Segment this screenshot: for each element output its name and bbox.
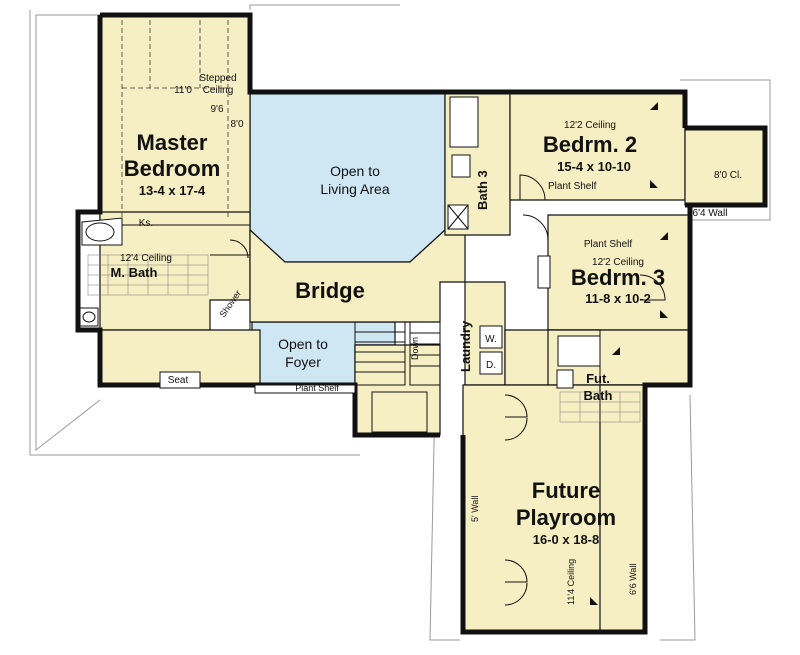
bedrm2-size: 15-4 x 10-10 bbox=[557, 159, 631, 174]
wall-6-6: 6'6 Wall bbox=[628, 564, 638, 595]
mbath-title: M. Bath bbox=[111, 265, 158, 280]
master-bedroom-title-2: Bedroom bbox=[124, 156, 221, 181]
stepped-label-2: Ceiling bbox=[203, 85, 234, 96]
tile-floors bbox=[87, 254, 641, 423]
bedrm3-ceiling: 12'2 Ceiling bbox=[592, 257, 644, 268]
ceiling-markers bbox=[590, 102, 668, 605]
master-bedroom-size: 13-4 x 17-4 bbox=[139, 183, 206, 198]
wall-5: 5' Wall bbox=[470, 496, 480, 522]
seat-label: Seat bbox=[168, 375, 189, 386]
laundry-label: Laundry bbox=[458, 320, 473, 372]
playroom-size: 16-0 x 18-8 bbox=[533, 532, 600, 547]
fixtures bbox=[79, 96, 601, 394]
foyer-label-1: Open to bbox=[278, 336, 328, 352]
bedrm3-plant-shelf: Plant Shelf bbox=[584, 239, 633, 250]
ceiling-11-4: 11'4 Ceiling bbox=[566, 559, 576, 605]
doors bbox=[229, 174, 666, 606]
mbath-ceiling: 12'4 Ceiling bbox=[120, 253, 172, 264]
bedrm2-ceiling: 12'2 Ceiling bbox=[564, 120, 616, 131]
stepped-label-1: Stepped bbox=[199, 73, 236, 84]
roof-outlines bbox=[29, 4, 771, 641]
open-living-label-1: Open to bbox=[330, 163, 380, 179]
bridge-title: Bridge bbox=[295, 278, 365, 303]
washer-label: W. bbox=[485, 334, 497, 345]
bath3-label: Bath 3 bbox=[475, 170, 490, 210]
stepped-ceiling-lines bbox=[121, 20, 229, 220]
foyer-label-2: Foyer bbox=[285, 354, 321, 370]
bedrm2-plant-shelf: Plant Shelf bbox=[548, 181, 597, 192]
stairs-down: Down bbox=[410, 337, 420, 360]
playroom-title-2: Playroom bbox=[516, 505, 616, 530]
bedrm3-title: Bedrm. 3 bbox=[571, 265, 665, 290]
dim-11-0: 11'0 bbox=[174, 85, 192, 96]
dim-8-0: 8'0 bbox=[230, 119, 243, 130]
bedrm3-size: 11-8 x 10-2 bbox=[585, 291, 651, 306]
foyer-plant-shelf: Plant Shelf bbox=[295, 383, 339, 393]
ks-label: Ks. bbox=[139, 218, 153, 229]
bedrm2-title: Bedrm. 2 bbox=[543, 132, 637, 157]
fut-bath-label-1: Fut. bbox=[586, 371, 610, 386]
open-living-label-2: Living Area bbox=[320, 181, 389, 197]
closet-8-0: 8'0 Cl. bbox=[714, 170, 742, 181]
stairs bbox=[354, 321, 441, 433]
dim-9-6: 9'6 bbox=[210, 104, 223, 115]
dryer-label: D. bbox=[486, 360, 496, 371]
fut-bath-label-2: Bath bbox=[584, 388, 613, 403]
playroom-title-1: Future bbox=[532, 478, 600, 503]
wall-6-4: 6'4 Wall bbox=[693, 208, 728, 219]
master-bedroom-title-1: Master bbox=[137, 130, 208, 155]
